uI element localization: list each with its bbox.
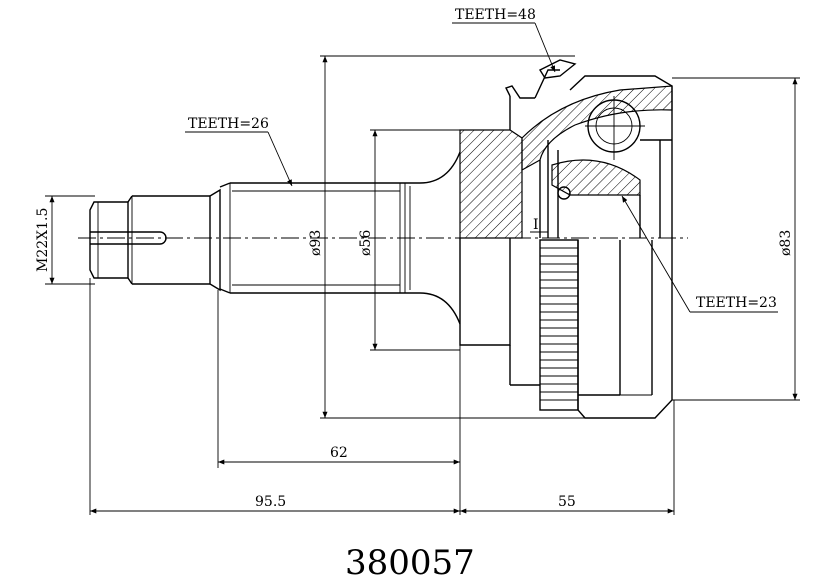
dim-62-label: 62 bbox=[330, 445, 348, 461]
part-number: 380057 bbox=[345, 543, 475, 583]
teeth-outer-label: TEETH=48 bbox=[455, 7, 536, 23]
threaded-end bbox=[89, 188, 221, 292]
dia-93-label: ø93 bbox=[308, 230, 324, 256]
dim-95-5-label: 95.5 bbox=[255, 494, 286, 510]
abs-ring-teeth bbox=[540, 247, 578, 401]
teeth-shaft-label: TEETH=26 bbox=[188, 116, 269, 132]
outer-bell bbox=[459, 59, 673, 419]
dim-55-label: 55 bbox=[558, 494, 576, 510]
section-mark: I bbox=[533, 217, 539, 233]
thread-label: M22X1.5 bbox=[35, 208, 51, 272]
dia-56-label: ø56 bbox=[358, 230, 374, 256]
teeth-inner-label: TEETH=23 bbox=[696, 295, 777, 311]
splined-shaft bbox=[219, 151, 461, 325]
dia-83-label: ø83 bbox=[778, 230, 794, 256]
